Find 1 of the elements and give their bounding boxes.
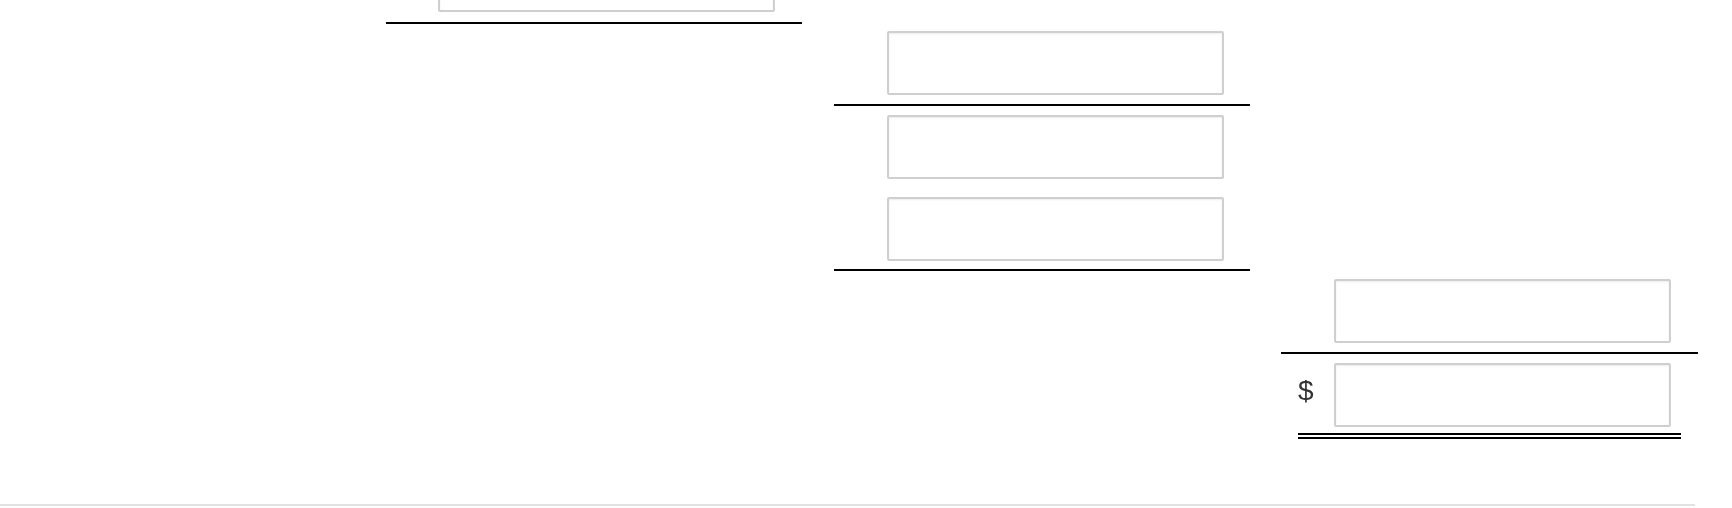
currency-sign: $ [1298,375,1314,407]
